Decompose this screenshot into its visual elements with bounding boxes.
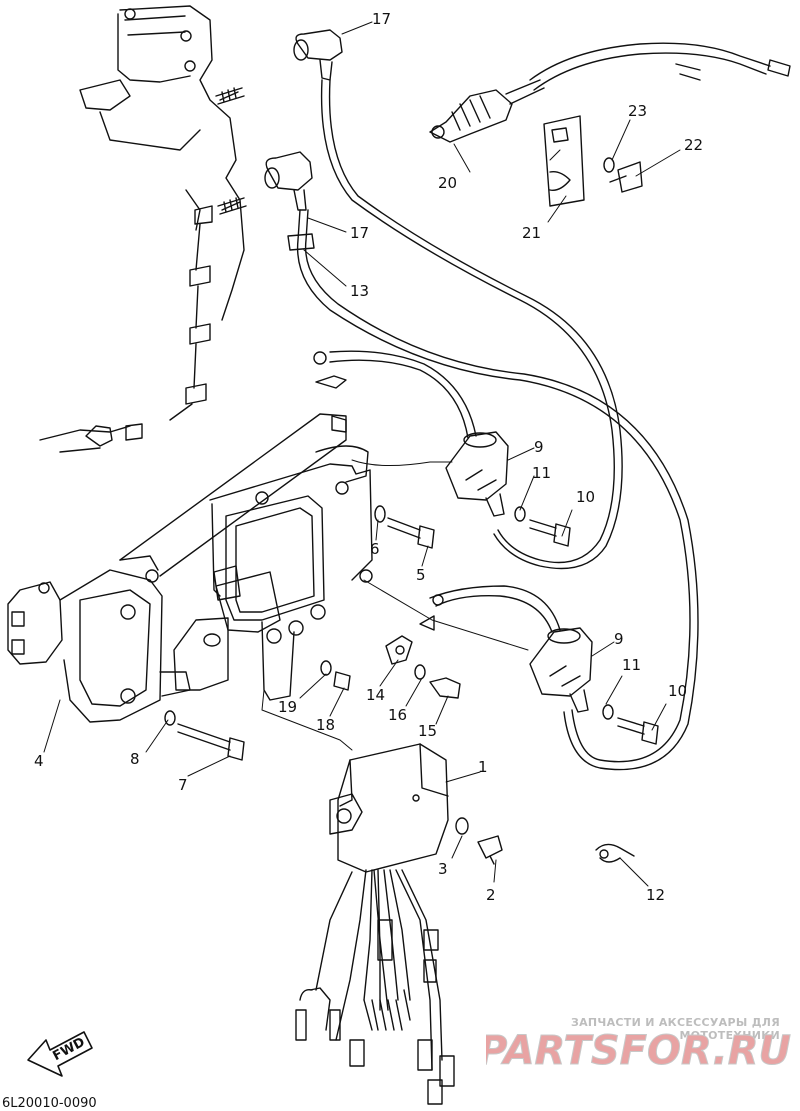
plate-bolts (164, 505, 461, 761)
callout-10-lower: 10 (668, 682, 688, 700)
callout-12: 12 (646, 886, 666, 904)
callout-22: 22 (684, 136, 704, 154)
high-tension-lead-2 (296, 209, 699, 771)
callout-15: 15 (418, 722, 438, 740)
callout-1: 1 (478, 758, 488, 776)
callout-18: 18 (316, 716, 336, 734)
ignition-coil-lower (419, 585, 593, 713)
fwd-arrow-shape (27, 1031, 93, 1077)
callout-17-lower: 17 (350, 224, 370, 242)
callout-14: 14 (366, 686, 386, 704)
callout-3: 3 (438, 860, 448, 878)
thermoswitch-bracket (543, 115, 585, 207)
callout-4: 4 (34, 752, 44, 770)
callout-8: 8 (130, 750, 140, 768)
callout-11-lower: 11 (622, 656, 642, 674)
cdi-wire-harness (295, 869, 455, 1105)
callout-7: 7 (178, 776, 188, 794)
spark-plug-lower (217, 197, 247, 215)
callout-19: 19 (278, 698, 298, 716)
mounting-plate (119, 413, 373, 621)
ignition-coil-upper (313, 350, 509, 517)
thermoswitch-washer-screw (603, 157, 643, 193)
callout-16: 16 (388, 706, 408, 724)
engine-bolts (125, 205, 213, 441)
mounting-bracket (7, 555, 191, 723)
callout-10-upper: 10 (576, 488, 596, 506)
watermark-logo: PARTSFOR.RU (486, 1028, 792, 1072)
rectifier-block (173, 565, 326, 701)
callout-9-upper: 9 (534, 438, 544, 456)
callout-9-lower: 9 (614, 630, 624, 648)
diagram-code: 6L20010-0090 (2, 1096, 97, 1111)
spark-plug-upper (215, 87, 245, 105)
engine-block-outline (39, 5, 245, 453)
cdi-unit (329, 743, 503, 873)
callout-23: 23 (628, 102, 648, 120)
callout-21: 21 (522, 224, 542, 242)
thermoswitch (429, 42, 791, 143)
watermark-caption: ЗАПЧАСТИ И АКСЕССУАРЫ ДЛЯ МОТОТЕХНИКИ (570, 1016, 780, 1042)
callout-6: 6 (370, 540, 380, 558)
wire-clip (595, 843, 635, 863)
watermark-logo-text: PARTSFOR.RU (486, 1028, 791, 1072)
callout-2: 2 (486, 886, 496, 904)
plug-cap-upper (293, 29, 343, 81)
high-tension-lead-1 (320, 79, 623, 570)
callout-13: 13 (350, 282, 370, 300)
callout-11-upper: 11 (532, 464, 552, 482)
callout-5: 5 (416, 566, 426, 584)
leader-lines (43, 21, 681, 887)
plug-cap-lower (264, 151, 313, 211)
callout-17-upper: 17 (372, 10, 392, 28)
grommet (287, 233, 315, 251)
callout-20: 20 (438, 174, 458, 192)
coil-washers-bolts (514, 506, 659, 745)
